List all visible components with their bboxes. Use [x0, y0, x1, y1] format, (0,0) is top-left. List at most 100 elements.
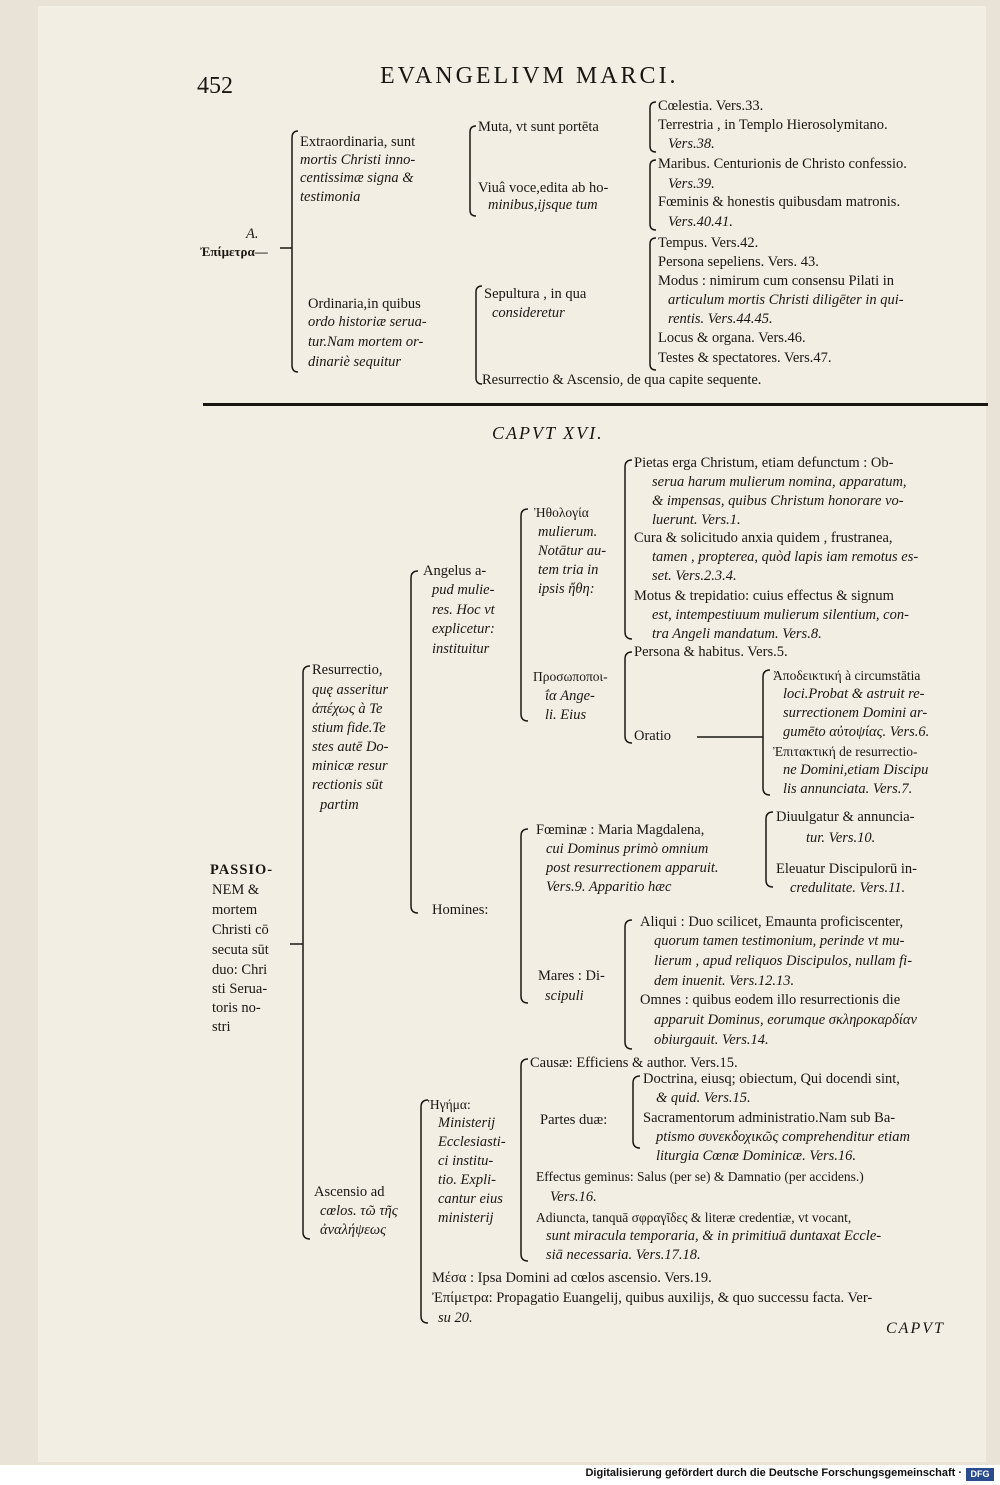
hegemata-2: Ministerij	[438, 1115, 496, 1131]
ethologia-5: ipsis ἤθη:	[538, 581, 595, 597]
sep-item-7: Testes & spectatores. Vers.47.	[658, 350, 832, 366]
ethologia-item-2: serua harum mulierum nomina, apparatum,	[652, 474, 907, 490]
running-title: EVANGELIVM MARCI.	[380, 63, 679, 89]
mares-item-3: lierum , apud reliquos Discipulos, nulla…	[654, 953, 913, 969]
angelus-1: Angelus a-	[423, 563, 487, 579]
mares-2: scipuli	[545, 988, 584, 1004]
homines: Homines:	[432, 902, 489, 918]
partes-item-1: Doctrina, eiusq; obiectum, Qui docendi s…	[643, 1071, 900, 1087]
oratio-item-2: loci.Probat & astruit re-	[783, 686, 925, 702]
ethologia-item-6: tamen , propterea, quòd lapis iam remotu…	[652, 549, 919, 565]
sep-item-1: Tempus. Vers.42.	[658, 235, 759, 251]
ethologia-item-10: tra Angeli mandatum. Vers.8.	[652, 626, 822, 642]
hegemata-3: Ecclesiasti-	[438, 1134, 506, 1150]
extraordinaria-3: centissimæ signa &	[300, 170, 414, 186]
ethologia-item-5: Cura & solicitudo anxia quidem , frustra…	[634, 530, 893, 546]
oratio-item-6: ne Domini,etiam Discipu	[783, 762, 929, 778]
mares-item-7: obiurgauit. Vers.14.	[654, 1032, 769, 1048]
foeminae-4: Vers.9. Apparitio hæc	[546, 879, 672, 895]
epimetrum-2: su 20.	[438, 1310, 473, 1326]
partes-item-2: & quid. Vers.15.	[656, 1090, 751, 1106]
resurrectio-7: rectionis sūt	[312, 777, 383, 793]
sep-item-4: articulum mortis Christi diligēter in qu…	[668, 292, 904, 308]
extraordinaria-2: mortis Christi inno-	[300, 152, 416, 168]
ethologia-3: Notātur au-	[538, 543, 607, 559]
passio-2: NEM &	[212, 882, 260, 898]
prosopopoeia-3: li. Eius	[545, 707, 587, 723]
muta: Muta, vt sunt portēta	[478, 119, 599, 135]
partes-item-3: Sacramentorum administratio.Nam sub Ba-	[643, 1110, 896, 1126]
passio-6: duo: Chri	[212, 962, 268, 978]
hegemata-7: ministerij	[438, 1210, 494, 1226]
prosopopoeia-1: Προσωποποι-	[533, 669, 608, 684]
ethologia-2: mulierum.	[538, 524, 598, 540]
mares-item-2: quorum tamen testimonium, perinde vt mu-	[654, 933, 905, 949]
partes-item-4: ptismo συνεκδοχικῶς comprehenditur etiam	[656, 1129, 910, 1145]
causae: Causæ: Efficiens & author. Vers.15.	[530, 1055, 738, 1071]
foeminae-1: Fœminæ : Maria Magdalena,	[536, 822, 705, 838]
adiuncta-3: siā necessaria. Vers.17.18.	[546, 1247, 701, 1263]
mesa: Μέσα : Ipsa Domini ad cœlos ascensio. Ve…	[432, 1270, 712, 1286]
resurrectio-2: quę asseritur	[312, 682, 389, 698]
resurrectio-1: Resurrectio,	[312, 662, 383, 678]
ethologia-item-4: luerunt. Vers.1.	[652, 512, 741, 528]
section-rule	[203, 403, 988, 406]
mares-1: Mares : Di-	[538, 968, 605, 984]
ordinaria-2: ordo historiæ serua-	[308, 314, 427, 330]
catchword: CAPVT	[886, 1320, 945, 1337]
ethologia-item-9: est, intempestiuum mulierum silentium, c…	[652, 607, 909, 623]
viva-item-2: Vers.39.	[668, 176, 715, 192]
ascensio-1: Ascensio ad	[314, 1184, 385, 1200]
ethologia-item-3: & impensas, quibus Christum honorare vo-	[652, 493, 904, 509]
sep-item-6: Locus & organa. Vers.46.	[658, 330, 806, 346]
resurrectio-3: ἀπέχως à Te	[312, 701, 383, 717]
ethologia-item-7: set. Vers.2.3.4.	[652, 568, 737, 584]
foeminae-3: post resurrectionem apparuit.	[546, 860, 719, 876]
ordinaria-3: tur.Nam mortem or-	[308, 334, 424, 350]
persona: Persona & habitus. Vers.5.	[634, 644, 788, 660]
hegemata-5: tio. Expli-	[438, 1172, 496, 1188]
paper-sheet	[38, 6, 986, 1462]
foeminae-item-2: tur. Vers.10.	[806, 830, 876, 846]
sepultura-1: Sepultura , in qua	[484, 286, 587, 302]
sep-item-3: Modus : nimirum cum consensu Pilati in	[658, 273, 895, 289]
oratio-item-4: gumēto αὐτοψίας. Vers.6.	[783, 724, 930, 740]
muta-item-3: Vers.38.	[668, 136, 715, 152]
passio-9: stri	[212, 1019, 231, 1035]
resurrectio-5: stes autē Do-	[312, 739, 389, 755]
partes: Partes duæ:	[540, 1112, 608, 1128]
oratio: Oratio	[634, 728, 672, 744]
sep-item-5: rentis. Vers.44.45.	[668, 311, 773, 327]
extraordinaria-4: testimonia	[300, 189, 361, 205]
ethologia-4: tem tria in	[538, 562, 599, 578]
foeminae-item-3: Eleuatur Discipulorū in-	[776, 861, 917, 877]
mares-item-4: dem inuenit. Vers.12.13.	[654, 973, 795, 989]
caput-heading: CAPVT XVI.	[492, 423, 604, 443]
muta-item-1: Cœlestia. Vers.33.	[658, 98, 764, 114]
ordinaria-4: dinariè sequitur	[308, 354, 402, 370]
footer-bar: Digitalisierung gefördert durch die Deut…	[0, 1465, 1000, 1485]
passio-7: sti Serua-	[212, 981, 268, 997]
effectus-1: Effectus geminus: Salus (per se) & Damna…	[536, 1169, 864, 1184]
viva-2: minibus,ijsque tum	[488, 197, 598, 213]
adiuncta-1: Adiuncta, tanquā σφραγῖδες & literæ cred…	[536, 1210, 852, 1225]
ascensio-2: cœlos. τῶ τῆς	[320, 1203, 398, 1219]
oratio-item-5: Ἐπιτακτική de resurrectio-	[773, 744, 918, 759]
ethologia-item-1: Pietas erga Christum, etiam defunctum : …	[634, 455, 894, 471]
foeminae-2: cui Dominus primò omnium	[546, 841, 709, 857]
angelus-2: pud mulie-	[432, 582, 495, 598]
hegemata-4: ci institu-	[438, 1153, 494, 1169]
foeminae-item-4: credulitate. Vers.11.	[790, 880, 906, 896]
oratio-item-1: Ἀποδεικτική à circumstātia	[773, 668, 921, 683]
mares-item-1: Aliqui : Duo scilicet, Emaunta proficisc…	[640, 914, 904, 930]
mares-item-5: Omnes : quibus eodem illo resurrectionis…	[640, 992, 901, 1008]
resurrectio-ascensio-line: Resurrectio & Ascensio, de qua capite se…	[482, 372, 762, 388]
extraordinaria-1: Extraordinaria, sunt	[300, 134, 416, 150]
partes-item-5: liturgia Cœnæ Dominicæ. Vers.16.	[656, 1148, 857, 1164]
sep-item-2: Persona sepeliens. Vers. 43.	[658, 254, 819, 270]
passio-5: secuta sūt	[212, 942, 269, 958]
adiuncta-2: sunt miracula temporaria, & in primitiuā…	[546, 1228, 882, 1244]
resurrectio-4: stium fide.Te	[312, 720, 386, 736]
effectus-2: Vers.16.	[550, 1189, 597, 1205]
